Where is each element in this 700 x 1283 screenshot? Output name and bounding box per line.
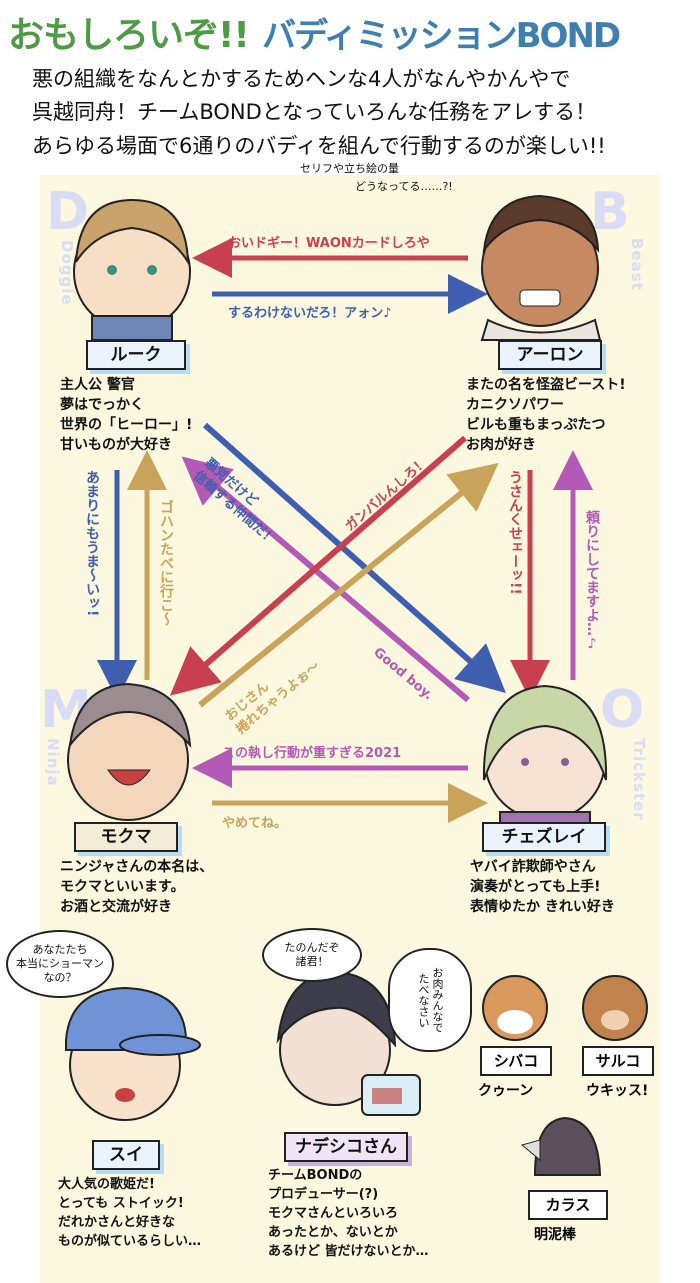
name-tag-karasu: カラス [528,1190,608,1220]
corner-word-ninja: Ninja [44,738,62,787]
mokuma-portrait [67,682,192,821]
corner-letter-b: B [590,182,630,242]
shibako-portrait [482,975,548,1041]
name-tag-chesley: チェズレイ [482,822,606,852]
name-tag-nadeshiko: ナデシコさん [284,1132,408,1162]
name-tag-aaron: アーロン [498,340,602,370]
saruko-portrait [582,975,648,1041]
nadeshiko-portrait [276,970,421,1116]
aaron-description: またの名を怪盗ビースト! カニクソパワー ビルも重もまっぷたつ お肉が好き [466,377,626,453]
caption-luke-to-mokuma: あまりにもうま〜いッ! [84,470,100,617]
nadeshiko-speech-bubble-1: たのんだぞ 諸君！ [262,928,362,982]
luke-description: 主人公 警官 夢はでっかく 世界の「ヒーロー」! 甘いものが大好き [60,377,193,453]
mokuma-description: ニンジャさんの本名は、 モクマといいます。 お酒と交流が好き [60,859,214,915]
corner-word-doggie: Doggie [58,240,76,306]
sui-description: 大人気の歌姫だ! とっても ストイック! だれかさんと好きな ものが似ているらし… [58,1177,202,1249]
corner-word-trickster: Trickster [630,738,648,821]
corner-letter-o: O [600,680,645,740]
name-tag-mokuma: モクマ [74,822,178,852]
caption-chesley-to-aaron: 頼りにしてますよ…♪ [584,510,600,652]
caption-aaron-to-chesley: うさんくせェーッ!! [507,470,523,595]
title-omoshiroizo: おもしろいぞ!! [8,15,250,56]
chesley-portrait [482,684,608,831]
name-tag-shibako: シバコ [480,1046,552,1076]
arrow-chesley-to-luke [181,456,470,703]
caption-chesley-to-mokuma: この執し行動が重すぎる2021 [222,746,402,761]
caption-mokuma-to-chesley: やめてね。 [222,816,288,831]
name-tag-sui: スイ [92,1140,160,1170]
intro-line-2: 呉越同舟！チームBONDとなっていろんな任務をアレする！ [32,100,597,124]
name-tag-saruko: サルコ [582,1046,654,1076]
name-tag-luke: ルーク [86,340,186,370]
caption-mokuma-to-luke: ゴハンたべに行こ〜 [158,500,174,626]
intro-line-1: 悪の組織をなんとかするためヘンな4人がなんやかんやで [32,67,571,91]
caption-luke-to-aaron: するわけないだろ！アォン♪ [228,306,392,321]
nadeshiko-speech-bubble-2: お肉みんなで たべなさい [388,948,472,1052]
arrow-aaron-to-mokuma [169,435,467,696]
title-buddy-mission-bond: バディミッションBOND [262,16,621,56]
nadeshiko-description: チームBONDの プロデューサー(?) モクマさんといろいろ あったとか、ないと… [268,1168,429,1259]
saruko-cry: ウキッス! [586,1083,649,1099]
note-line-2: どうなってる……?! [355,180,453,193]
aaron-portrait [480,194,602,341]
sui-speech-bubble: あなたたち 本当にショーマン なの？ [6,930,114,998]
chesley-description: ヤバイ詐欺師やさん 演奏がとっても上手! 表情ゆたか きれい好き [470,859,615,915]
shibako-cry: クゥーン [478,1083,534,1099]
karasu-cry: 明泥棒 [534,1227,576,1243]
karasu-portrait [520,1116,602,1176]
luke-portrait [73,198,191,341]
intro-line-3: あらゆる場面で6通りのバディを組んで行動するのが楽しい!! [32,134,606,158]
caption-aaron-to-luke: おいドギー！WAONカードしろや [228,236,430,251]
arrow-luke-to-chesley [203,422,506,693]
sui-portrait [65,986,201,1121]
arrow-mokuma-to-aaron [198,462,499,708]
corner-word-beast: Beast [628,238,646,291]
note-line-1: セリフや立ち絵の量 [300,162,399,175]
